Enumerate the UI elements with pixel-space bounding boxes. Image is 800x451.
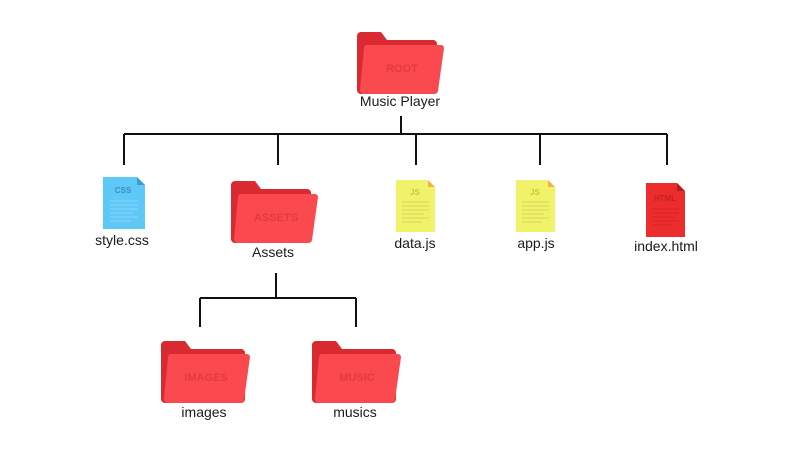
folder-badge: ASSETS [254,212,298,224]
js-file-icon[interactable]: JS [516,180,555,232]
musics-label: musics [333,404,377,420]
html-file-icon[interactable]: HTML [646,183,685,237]
js-file-icon[interactable]: JS [396,180,435,232]
assets-folder-icon[interactable]: ASSETS [231,181,318,244]
folder-badge: ROOT [386,63,418,75]
data-js-label: data.js [394,235,436,251]
app-js-label: app.js [517,235,555,251]
css-file-icon[interactable]: CSS [103,177,145,229]
index-html-label: index.html [634,238,698,254]
folder-badge: MUSIC [339,372,375,384]
file-badge: CSS [115,186,132,195]
root-folder-icon[interactable]: ROOT [357,32,444,95]
images-label: images [181,404,227,420]
assets-label: Assets [251,244,295,260]
images-folder-icon[interactable]: IMAGES [161,341,250,404]
root-label: Music Player [359,93,441,109]
folder-badge: IMAGES [184,372,227,384]
style-css-label: style.css [95,232,149,248]
file-badge: JS [410,188,420,197]
tree-connectors [123,116,668,327]
file-badge: HTML [654,194,676,203]
file-badge: JS [530,188,540,197]
music-folder-icon[interactable]: MUSIC [312,341,401,404]
